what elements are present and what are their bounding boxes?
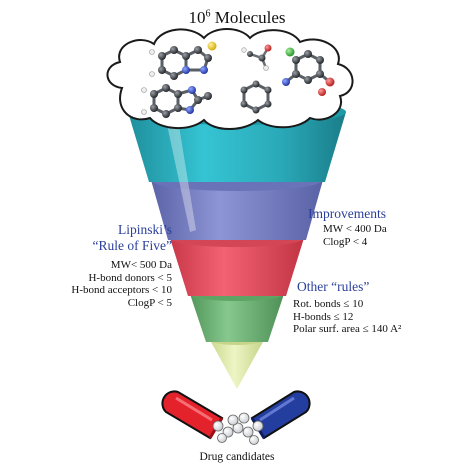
lipinski-rule: ClogP < 5: [127, 296, 172, 309]
lipinski-rule: H-bond donors < 5: [88, 271, 172, 284]
funnel-band-green: [190, 294, 284, 342]
funnel-band-tip: [210, 340, 264, 389]
other-rule: Rot. bonds ≤ 10: [293, 298, 364, 310]
lipinski-rule: H-bond acceptors < 10: [71, 284, 172, 297]
pill: [227, 414, 239, 426]
lipinski-heading: Lipinski’s “Rule of Five”: [0, 222, 172, 253]
molecule-3: [282, 47, 335, 96]
other-rule: H-bonds ≤ 12: [293, 310, 354, 323]
lipinski-rule: MW< 500 Da: [110, 259, 172, 271]
molecule-4: [141, 84, 212, 118]
lipinski-heading-line1: Lipinski’s: [117, 222, 172, 237]
funnel-band-periwinkle: [151, 180, 323, 240]
pill: [252, 420, 264, 432]
open-capsule-icon: [161, 390, 311, 445]
funnel-band-teal: [128, 112, 346, 182]
pill: [238, 412, 250, 424]
molecule-1: [149, 41, 217, 80]
diagram-title: 106 Molecules: [188, 8, 286, 27]
other-rules-heading: Other “rules”: [297, 279, 370, 294]
improvements-rules: MW < 400 Da ClogP < 4: [323, 223, 387, 248]
pill: [232, 422, 244, 434]
molecule-2: [241, 44, 272, 71]
pill: [217, 433, 227, 443]
pill: [212, 420, 224, 432]
other-rule: Polar surf. area ≤ 140 A²: [293, 323, 402, 336]
lipinski-rules: MW< 500 Da H-bond donors < 5 H-bond acce…: [0, 259, 172, 310]
pill: [249, 435, 259, 445]
drug-candidates-label: Drug candidates: [199, 451, 275, 463]
pill: [242, 426, 254, 438]
lipinski-heading-line2: “Rule of Five”: [92, 237, 172, 253]
other-rules-list: Rot. bonds ≤ 10 H-bonds ≤ 12 Polar surf.…: [293, 298, 401, 336]
funnel-band-red: [170, 238, 304, 296]
pill: [222, 426, 234, 438]
molecule-cloud-icon: [106, 28, 354, 130]
molecule-5: [240, 80, 272, 114]
improvements-heading: Improvements: [308, 206, 386, 221]
funnel-icon: [128, 99, 346, 389]
improvements-rule: MW < 400 Da: [323, 223, 387, 235]
improvements-rule: ClogP < 4: [323, 235, 368, 248]
